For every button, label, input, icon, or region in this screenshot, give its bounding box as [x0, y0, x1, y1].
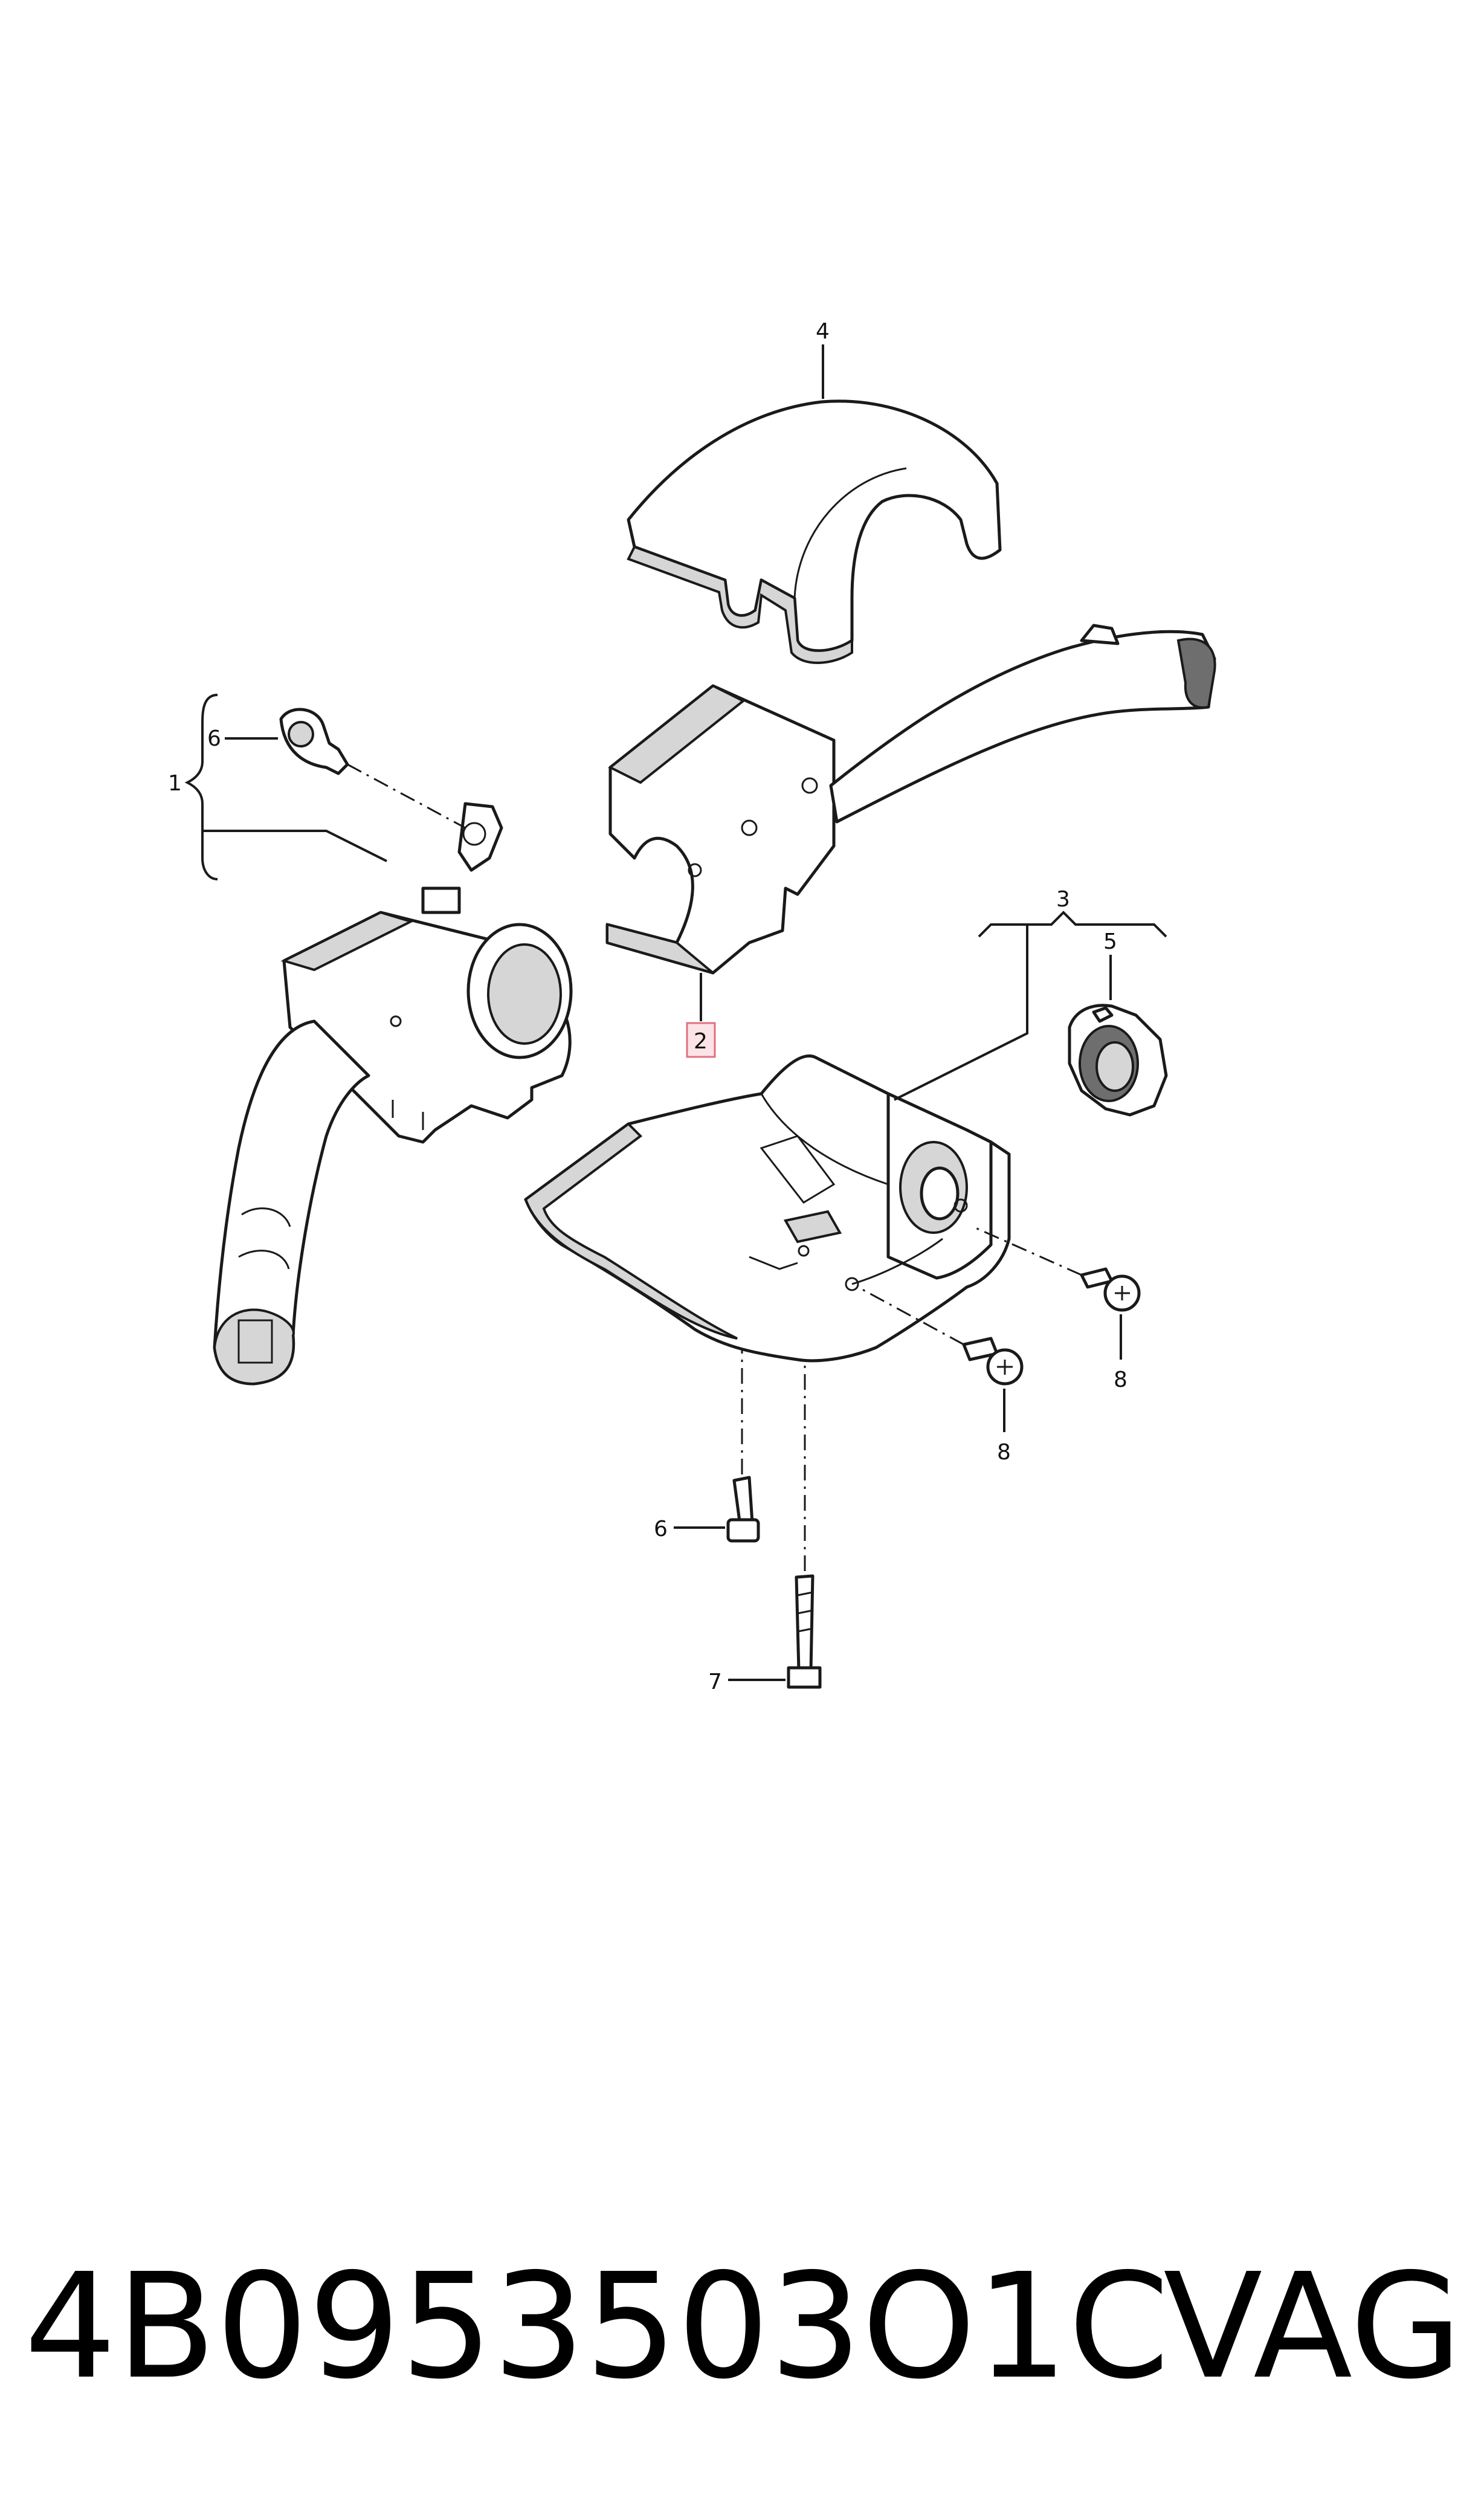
- callout-8-right: 8: [1114, 1367, 1128, 1392]
- callout-3: 3: [1056, 887, 1070, 912]
- callout-1: 1: [168, 771, 182, 796]
- long-screw: [787, 1360, 822, 1689]
- screw-middle: [857, 1286, 1024, 1386]
- brand-label: VAG: [1163, 2242, 1462, 2411]
- wiper-switch: [605, 624, 1216, 975]
- callout-6-upper: 6: [207, 726, 221, 751]
- callout-labels: 4 6 1 2 3 5 8 8 6 7: [168, 319, 1128, 1694]
- callout-2-highlight: [686, 1022, 716, 1058]
- callout-4: 4: [816, 319, 830, 344]
- lower-column-cover: [524, 1054, 1011, 1363]
- bolt-upper: [279, 708, 466, 829]
- bolt-lower: [726, 1351, 760, 1543]
- footer: 4B0953503O1C VAG: [24, 2248, 1462, 2405]
- screw-right: [972, 1225, 1141, 1312]
- upper-column-cover: [627, 399, 1002, 664]
- leader-lines: [184, 344, 1167, 1681]
- ignition-lock-trim: [1068, 1004, 1168, 1117]
- callout-7: 7: [708, 1670, 722, 1694]
- callout-6-lower: 6: [654, 1517, 668, 1541]
- callout-2: 2: [694, 1029, 708, 1054]
- part-number: 4B0953503O1C: [24, 2242, 1170, 2411]
- turn-signal-switch: [213, 802, 573, 1386]
- callout-5: 5: [1103, 929, 1117, 954]
- callout-8-middle: 8: [997, 1440, 1011, 1465]
